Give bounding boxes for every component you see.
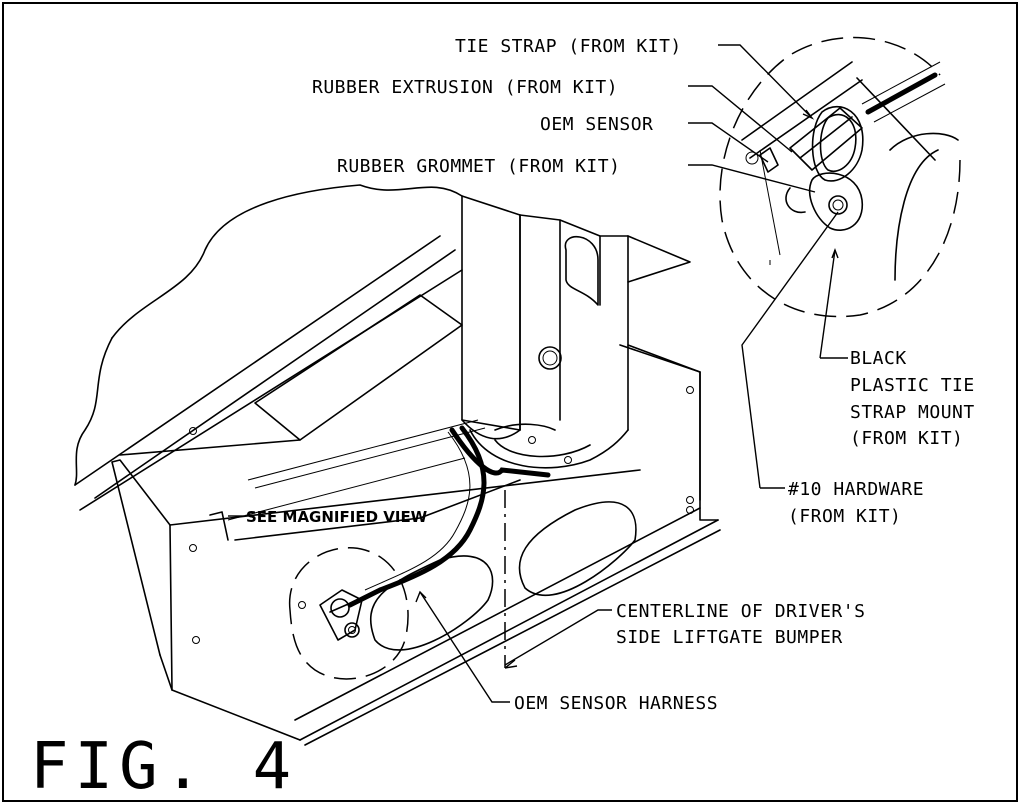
label-rubber-extrusion: RUBBER EXTRUSION (FROM KIT): [312, 77, 618, 98]
label-black-mount-line-2: PLASTIC TIE: [850, 375, 975, 396]
label-black-mount-line-1: BLACK: [850, 348, 907, 369]
label-hardware-line-2: (FROM KIT): [788, 506, 901, 527]
label-hardware-line-1: #10 HARDWARE: [788, 479, 924, 500]
figure-title: FIG. 4: [30, 730, 297, 804]
callout-leaders: [228, 44, 848, 703]
label-rubber-grommet: RUBBER GROMMET (FROM KIT): [337, 156, 620, 177]
label-see-magnified-view: SEE MAGNIFIED VIEW: [246, 508, 428, 526]
label-oem-sensor: OEM SENSOR: [540, 114, 653, 135]
label-black-mount-line-4: (FROM KIT): [850, 428, 963, 449]
bumper-assembly-illustration: [74, 184, 721, 746]
label-centerline-line-2: SIDE LIFTGATE BUMPER: [616, 627, 843, 648]
label-tie-strap: TIE STRAP (FROM KIT): [455, 36, 682, 57]
label-oem-sensor-harness: OEM SENSOR HARNESS: [514, 693, 718, 714]
label-centerline-line-1: CENTERLINE OF DRIVER'S: [616, 601, 865, 622]
label-black-mount-line-3: STRAP MOUNT: [850, 402, 975, 423]
magnified-view-illustration: [719, 36, 961, 318]
